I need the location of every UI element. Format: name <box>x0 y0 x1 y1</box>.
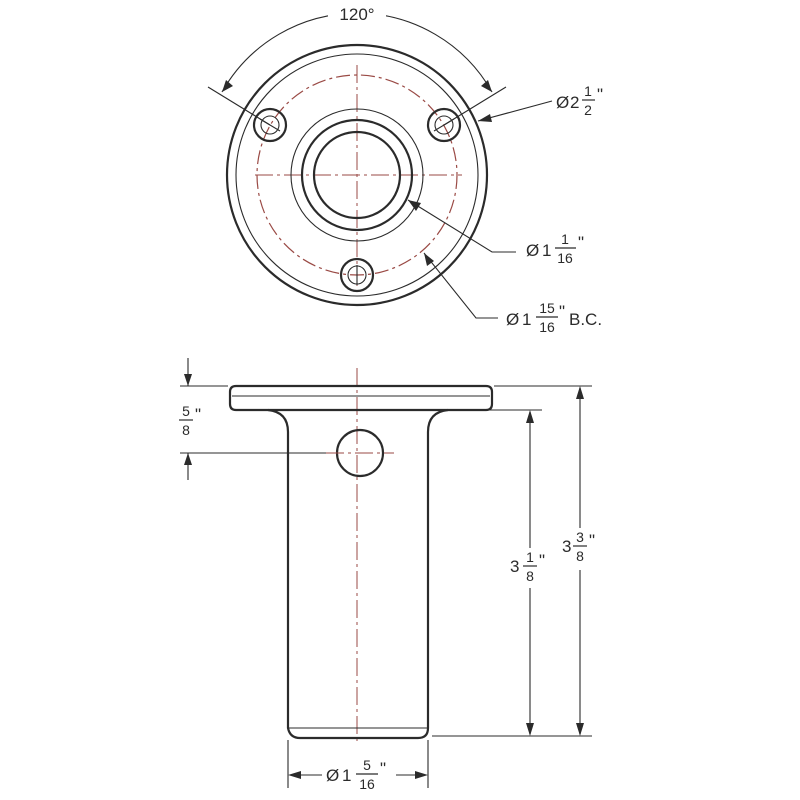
tube-length-numerator: 1 <box>526 549 534 565</box>
bore-diameter-whole: 1 <box>542 241 551 260</box>
bolt-circle-whole: 1 <box>522 310 531 329</box>
overall-length-denominator: 8 <box>576 548 584 564</box>
tube-diameter-numerator: 5 <box>363 757 371 773</box>
bolt-circle-denominator: 16 <box>539 319 555 335</box>
hole-offset-dimension: 5 8 " <box>179 358 326 480</box>
flange-outer-edge <box>225 43 489 307</box>
outer-diameter-whole: 2 <box>570 93 579 112</box>
bolt-circle-callout: Ø 1 15 16 " B.C. <box>423 252 602 335</box>
overall-length-whole: 3 <box>562 537 571 556</box>
tube-diameter-dimension: Ø 1 5 16 " <box>287 740 429 792</box>
bore-diameter-denominator: 16 <box>557 250 573 266</box>
bore-diameter-numerator: 1 <box>561 231 569 247</box>
tube-length-denominator: 8 <box>526 568 534 584</box>
hole-offset-numerator: 5 <box>182 403 190 419</box>
hole-offset-denominator: 8 <box>182 422 190 438</box>
tube-diameter-denominator: 16 <box>359 776 375 792</box>
flange-chamfer-edge <box>235 53 479 297</box>
tube-body <box>267 408 449 740</box>
overall-length-dimension: 3 3 8 " <box>494 385 595 737</box>
outer-diameter-unit: " <box>597 85 603 104</box>
tube-diameter-whole: 1 <box>342 766 351 785</box>
outer-diameter-callout: Ø 2 1 2 " <box>477 83 603 122</box>
flange-profile <box>228 384 494 412</box>
tube-diameter-symbol: Ø <box>326 766 339 785</box>
tube-length-dimension: 3 1 8 " <box>432 409 545 737</box>
tube-diameter-unit: " <box>380 759 386 778</box>
tube-length-unit: " <box>539 551 545 570</box>
tube-wall-ring <box>300 118 414 232</box>
overall-length-numerator: 3 <box>576 529 584 545</box>
tube-outer-ring <box>290 108 424 242</box>
angle-label: 120° <box>339 5 374 24</box>
bore-hole <box>312 130 402 220</box>
hole-offset-unit: " <box>195 405 201 424</box>
side-view: 5 8 " 3 1 8 " 3 3 <box>179 358 595 792</box>
bolt-circle-symbol: Ø <box>506 310 519 329</box>
top-view: 120° Ø 2 1 2 " Ø 1 1 16 " Ø <box>207 2 603 335</box>
outer-diameter-numerator: 1 <box>584 83 592 99</box>
bolt-circle-numerator: 15 <box>539 300 555 316</box>
bolt-circle-unit: " <box>559 302 565 321</box>
bore-diameter-callout: Ø 1 1 16 " <box>407 199 584 266</box>
overall-length-unit: " <box>589 531 595 550</box>
bolt-circle-suffix: B.C. <box>569 310 602 329</box>
angle-dimension: 120° <box>207 2 507 126</box>
bolt-hole-bottom <box>339 257 375 293</box>
bore-diameter-unit: " <box>578 233 584 252</box>
tube-length-whole: 3 <box>510 557 519 576</box>
outer-diameter-symbol: Ø <box>556 93 569 112</box>
outer-diameter-denominator: 2 <box>584 102 592 118</box>
bore-diameter-symbol: Ø <box>526 241 539 260</box>
